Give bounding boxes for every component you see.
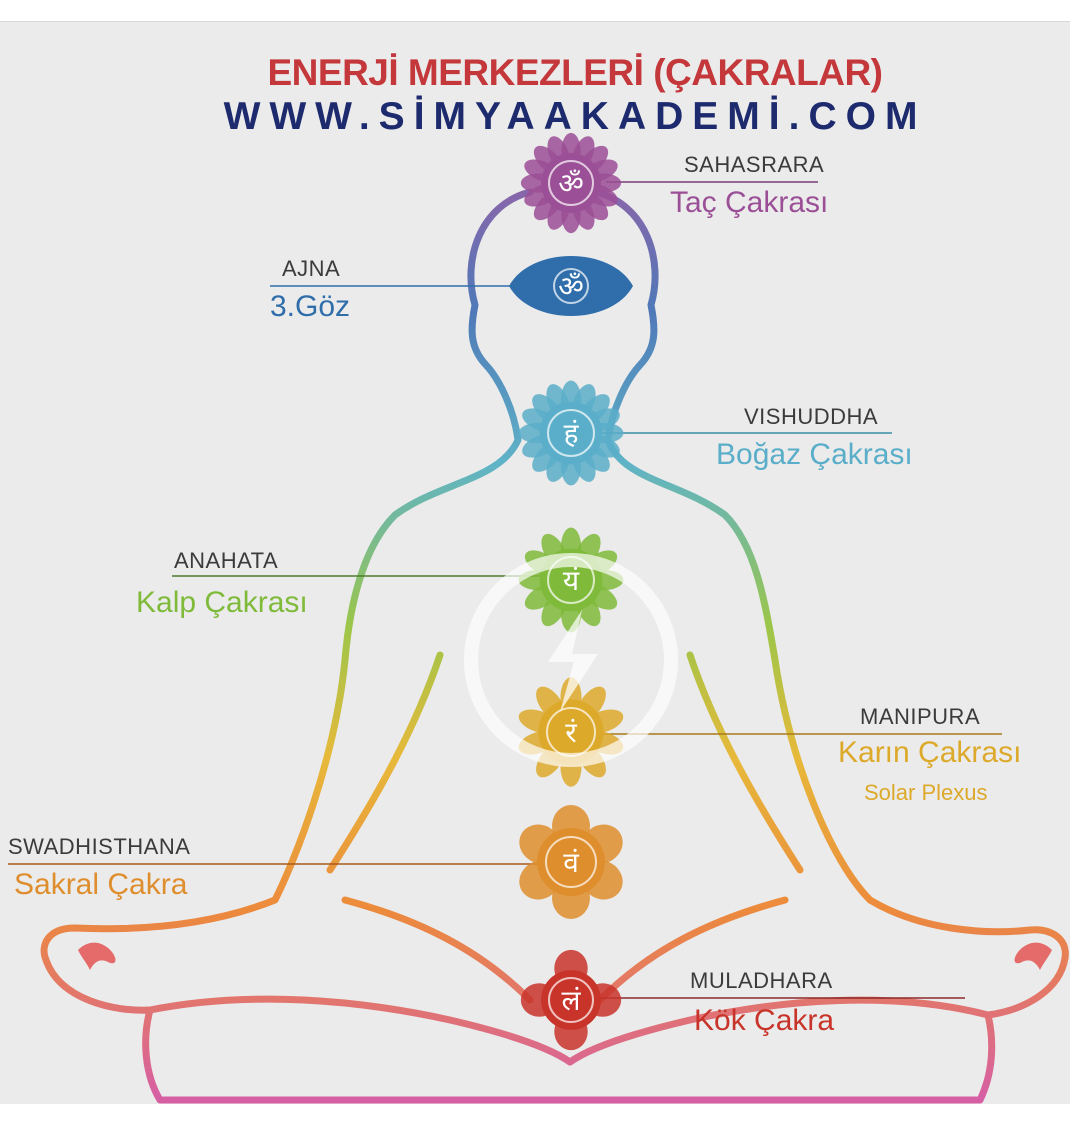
muladhara-bija-symbol: लं	[562, 984, 582, 1017]
label-swadhisthana-name: SWADHISTHANA	[8, 834, 191, 859]
swadhisthana-chakra-icon: वं	[519, 805, 623, 919]
anahata-chakra-icon: यं	[518, 527, 624, 633]
label-ajna-subtitle: 3.Göz	[270, 290, 351, 323]
label-manipura-name: MANIPURA	[860, 704, 981, 729]
swadhisthana-bija-symbol: वं	[563, 846, 579, 879]
label-ajna-name: AJNA	[282, 256, 341, 281]
label-manipura-extra: Solar Plexus	[864, 780, 988, 805]
label-anahata-name: ANAHATA	[174, 548, 279, 573]
manipura-chakra-icon: रं	[518, 677, 624, 787]
label-manipura-subtitle: Karın Çakrası	[838, 736, 1022, 769]
manipura-bija-symbol: रं	[565, 716, 577, 749]
label-sahasrara-name: SAHASRARA	[684, 152, 825, 177]
diagram-title: ENERJİ MERKEZLERİ (ÇAKRALAR)	[267, 52, 884, 93]
sahasrara-chakra-icon: ॐ	[520, 132, 622, 234]
label-muladhara-name: MULADHARA	[690, 968, 833, 993]
ajna-bija-symbol: ॐ	[558, 270, 584, 303]
leader-lines	[8, 181, 1002, 999]
label-swadhisthana-subtitle: Sakral Çakra	[14, 868, 188, 901]
status-bar-divider	[0, 21, 1070, 22]
label-sahasrara-subtitle: Taç Çakrası	[670, 186, 829, 219]
sahasrara-bija-symbol: ॐ	[558, 167, 584, 200]
body-outline	[40, 188, 1069, 1104]
label-vishuddha-subtitle: Boğaz Çakrası	[716, 438, 913, 471]
right-hand-icon	[1014, 942, 1052, 970]
label-vishuddha-name: VISHUDDHA	[744, 404, 879, 429]
label-muladhara-subtitle: Kök Çakra	[694, 1004, 835, 1037]
ajna-chakra-icon: ॐ	[509, 256, 633, 316]
anahata-bija-symbol: यं	[563, 564, 580, 597]
label-anahata-subtitle: Kalp Çakrası	[136, 586, 308, 619]
left-hand-icon	[78, 942, 116, 970]
watermark-logo-icon	[464, 553, 678, 767]
vishuddha-chakra-icon: हं	[518, 380, 624, 486]
website-url: WWW.SİMYAAKADEMİ.COM	[223, 95, 927, 138]
vishuddha-bija-symbol: हं	[564, 417, 580, 450]
muladhara-chakra-icon: लं	[520, 949, 622, 1051]
